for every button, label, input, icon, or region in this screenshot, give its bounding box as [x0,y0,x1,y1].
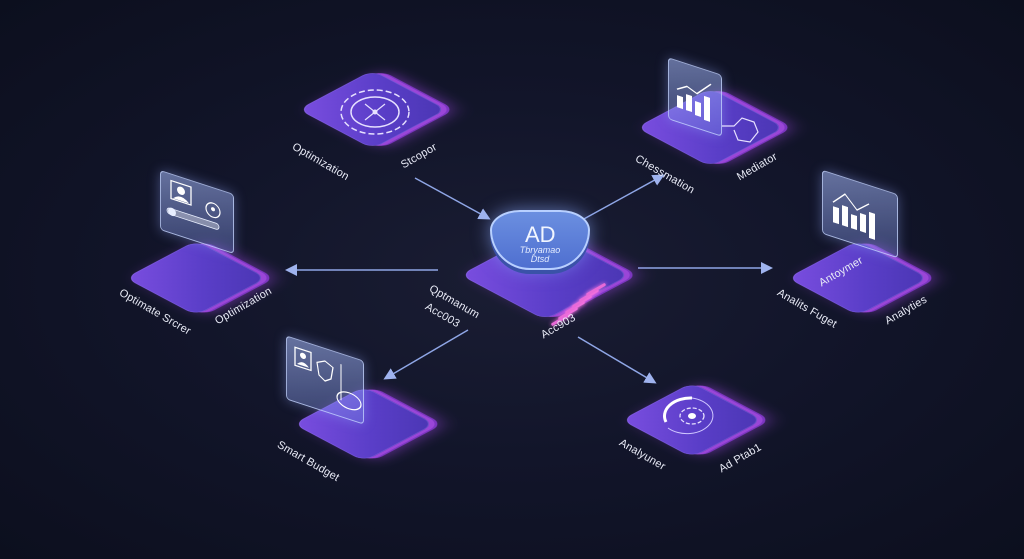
shield-icon: AD Tbryamao Dtsd [490,210,590,270]
profile-monitor-icon [160,169,234,255]
ad-badge-subtext: Tbryamao Dtsd [519,245,561,264]
node-smart-budget[interactable]: Smart Budget [272,335,442,484]
analytics-monitor-icon [822,169,898,259]
label-optimization: Optimization [290,140,352,183]
gear-progress-icon [663,396,714,435]
edge-center-topright [581,174,665,221]
ad-badge-text: AD [525,222,556,247]
label-mediator: Mediator [735,150,780,184]
node-ad-ptab[interactable]: Analyuner Ad Ptab1 [616,372,776,482]
network-link-icon [722,117,759,143]
gear-icon [340,89,410,135]
label-ad-ptab1: Ad Ptab1 [717,441,764,476]
edge-center-bottomright [577,336,657,384]
label-stcopor: Stcopor [399,141,440,172]
label-analyties: Analyties [883,293,930,328]
node-analytics[interactable]: Antoymer Analits Fuget Analyties [775,169,950,331]
bar-chart-monitor-icon [668,57,722,137]
node-chessmation-monitor[interactable]: Chessmation Mediator [628,57,798,196]
edge-topleft-center [414,177,491,220]
budget-shield-panel-icon [286,335,364,425]
center-node[interactable]: AD Tbryamao Dtsd Qptmanum Acc003 Acc903 [423,200,640,341]
node-optimate-screen[interactable]: Optimate Srcrer Optimization [117,169,288,338]
node-optimization-gear[interactable]: Optimization Stcopor [290,62,460,183]
edge-center-bottomleft [383,329,469,380]
